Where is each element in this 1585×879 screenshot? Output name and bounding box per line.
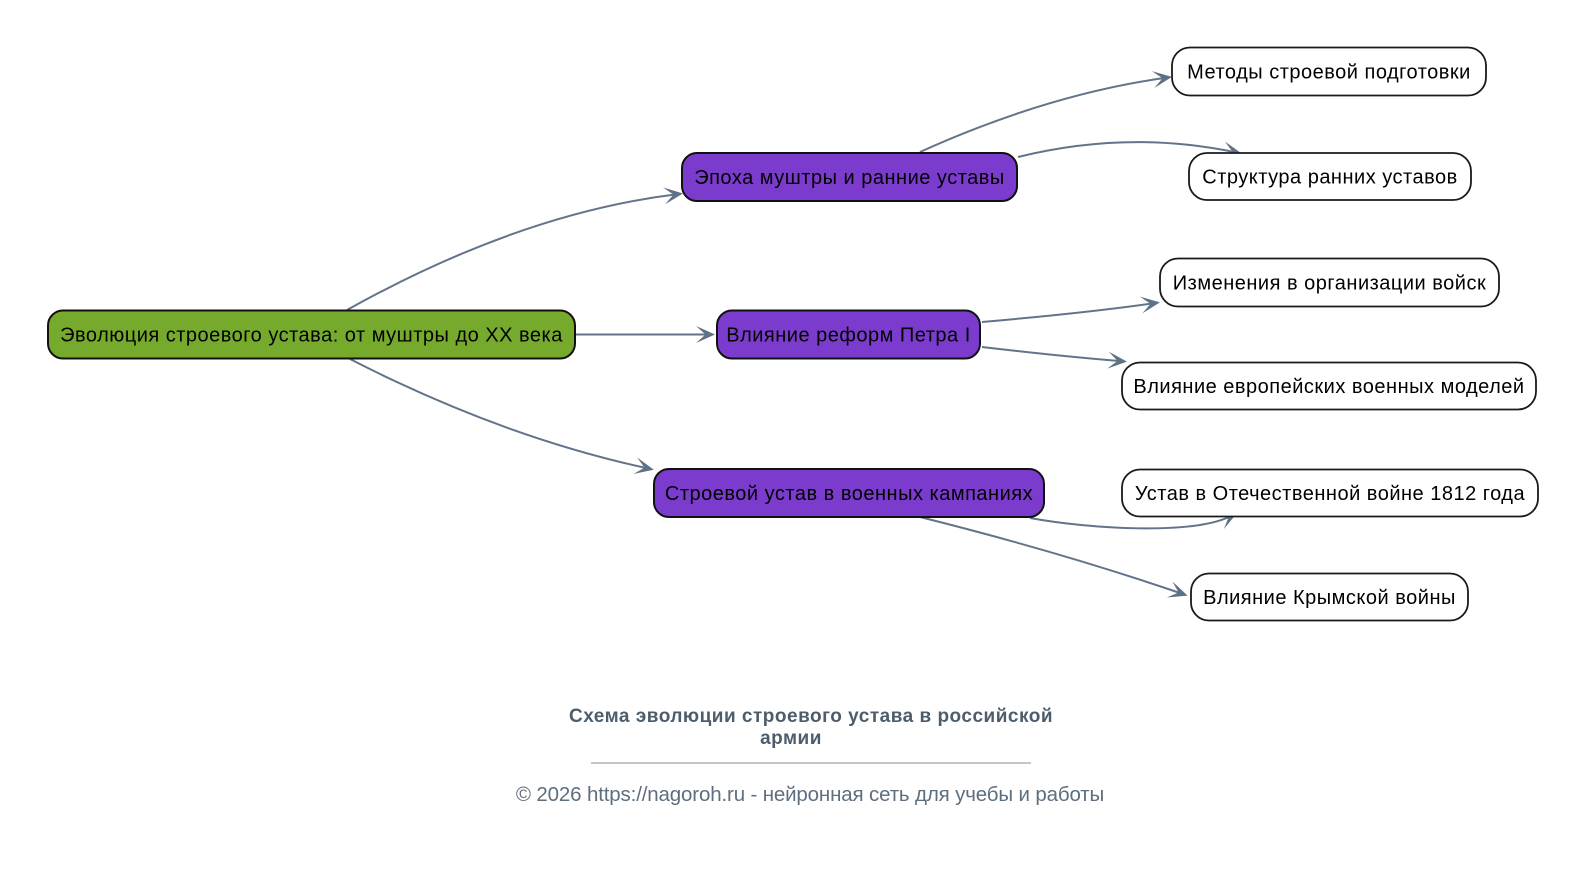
svg-text:Методы строевой подготовки: Методы строевой подготовки [1187, 62, 1471, 84]
svg-text:Влияние европейских военных мо: Влияние европейских военных моделей [1133, 376, 1524, 398]
svg-text:Структура ранних уставов: Структура ранних уставов [1202, 167, 1458, 189]
svg-text:Устав в Отечественной войне 18: Устав в Отечественной войне 1812 года [1135, 483, 1526, 505]
svg-text:Эволюция строевого устава: от: Эволюция строевого устава: от муштры до … [60, 325, 563, 347]
svg-text:Влияние реформ Петра I: Влияние реформ Петра I [726, 325, 971, 347]
svg-text:Изменения в организации войск: Изменения в организации войск [1173, 273, 1486, 295]
svg-text:Схема эволюции строевого устав: Схема эволюции строевого устава в россий… [569, 706, 1053, 727]
svg-text:Строевой устав в военных кампа: Строевой устав в военных кампаниях [665, 483, 1033, 505]
svg-text:армии: армии [760, 728, 822, 749]
svg-text:© 2026 https://nagoroh.ru - не: © 2026 https://nagoroh.ru - нейронная се… [516, 783, 1104, 806]
svg-text:Эпоха муштры и ранние уставы: Эпоха муштры и ранние уставы [694, 167, 1005, 189]
svg-text:Влияние Крымской войны: Влияние Крымской войны [1203, 587, 1456, 609]
